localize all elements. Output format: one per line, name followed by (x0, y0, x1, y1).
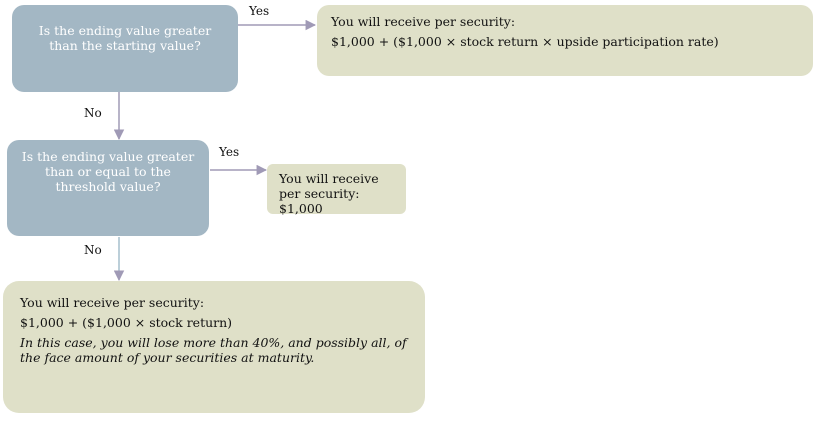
decision-text-1: Is the ending value greater than the sta… (38, 23, 212, 53)
outcome-3-formula: $1,000 + ($1,000 × stock return) (20, 315, 233, 330)
outcome-box-2: You will receive per security: $1,000 (267, 164, 406, 216)
outcome-2-text: You will receive per security: $1,000 (279, 171, 379, 216)
no-label-1: No (84, 106, 102, 120)
yes-label-1: Yes (249, 4, 270, 18)
outcome-box-1: You will receive per security: $1,000 + … (317, 5, 813, 76)
outcome-1-formula: $1,000 + ($1,000 × stock return × upside… (331, 34, 719, 49)
yes-label-2: Yes (219, 145, 240, 159)
decision-text-2: Is the ending value greater than or equa… (21, 149, 195, 194)
decision-box-1: Is the ending value greater than the sta… (12, 5, 238, 92)
decision-box-2: Is the ending value greater than or equa… (7, 140, 209, 236)
outcome-1-heading: You will receive per security: (331, 14, 516, 29)
no-label-2: No (84, 243, 102, 257)
outcome-3-heading: You will receive per security: (20, 295, 205, 310)
outcome-box-3: You will receive per security: $1,000 + … (3, 281, 425, 413)
outcome-3-note: In this case, you will lose more than 40… (20, 335, 407, 365)
